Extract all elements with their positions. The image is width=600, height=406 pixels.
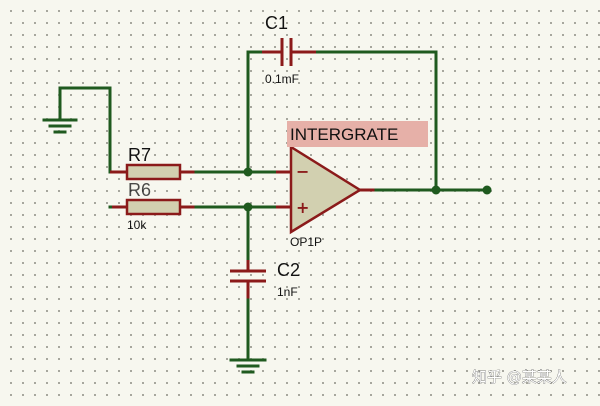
junction-noninverting xyxy=(243,202,253,212)
r6-label: R6 xyxy=(128,180,151,200)
ground-symbol-bottom xyxy=(229,298,267,374)
capacitor-c1[interactable] xyxy=(262,38,316,66)
opamp-op1p[interactable] xyxy=(276,144,376,235)
resistor-r7[interactable] xyxy=(110,163,196,181)
c2-value: 1nF xyxy=(277,285,298,299)
output-terminal[interactable] xyxy=(482,185,492,195)
resistor-r6[interactable] xyxy=(108,198,196,216)
junction-output xyxy=(431,185,441,195)
c2-label: C2 xyxy=(277,260,300,280)
watermark-text: 知乎 @某某人 xyxy=(472,368,567,386)
c1-label: C1 xyxy=(265,13,288,33)
inverting-input-sign: − xyxy=(296,162,309,181)
c1-value: 0.1mF xyxy=(265,72,299,86)
net-label[interactable]: INTERGRATE xyxy=(287,121,428,147)
opamp-label: OP1P xyxy=(290,235,322,249)
junction-inverting xyxy=(243,167,253,177)
feedback-path xyxy=(246,50,438,192)
r6-value: 10k xyxy=(127,218,147,232)
net-label-text: INTERGRATE xyxy=(290,125,398,144)
r7-label: R7 xyxy=(128,145,151,165)
noninverting-input-sign: + xyxy=(296,198,309,217)
capacitor-c2[interactable] xyxy=(230,260,266,300)
ground-symbol-top xyxy=(42,86,112,174)
